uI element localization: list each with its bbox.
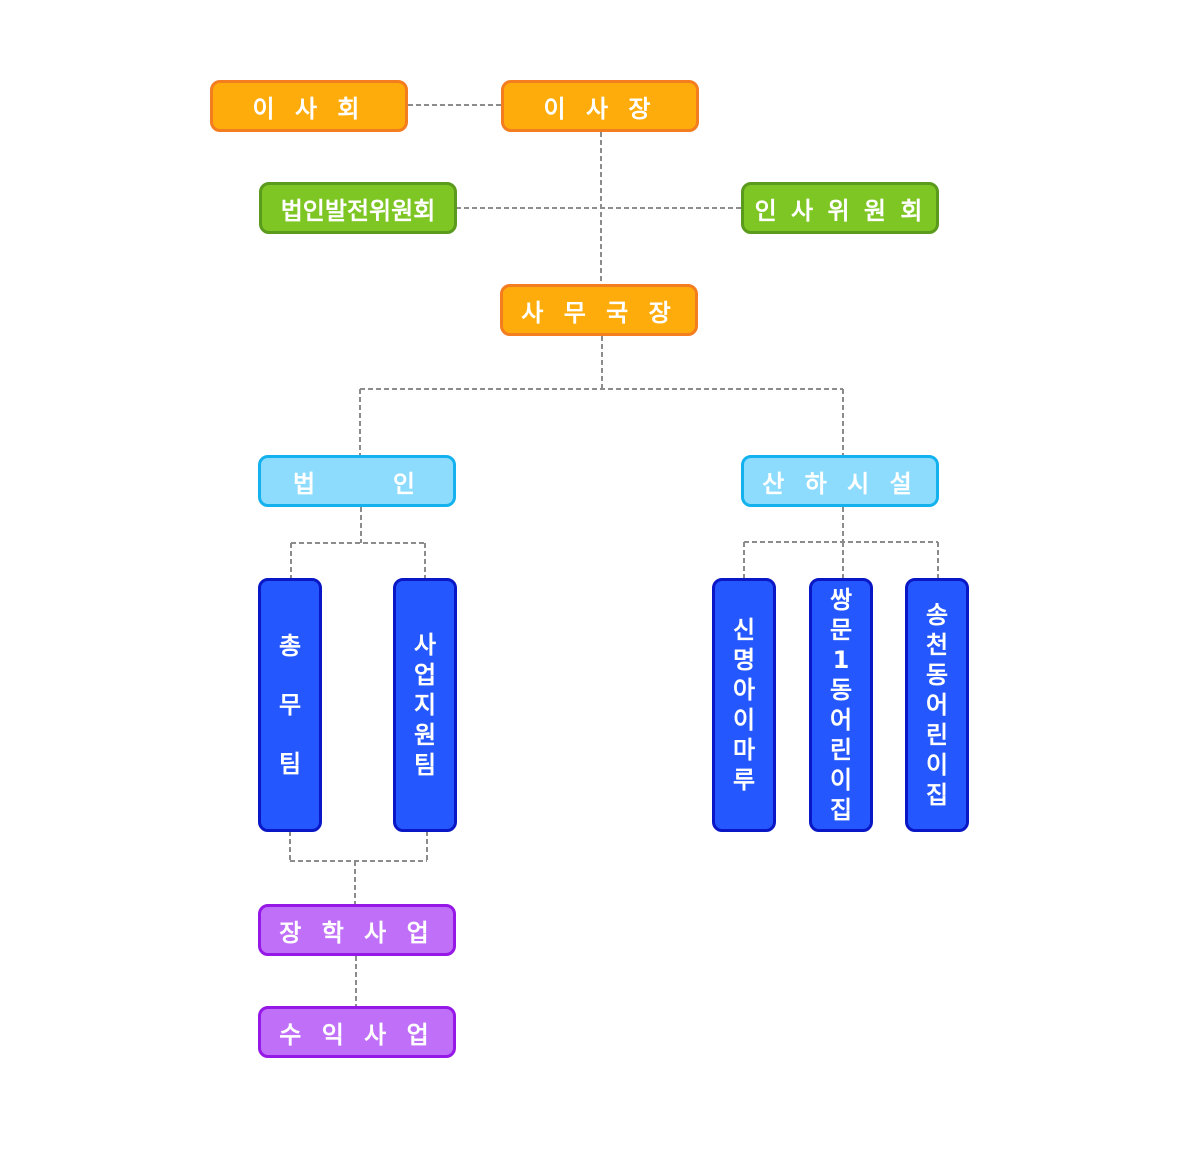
secretary-general-node: 사 무 국 장 xyxy=(500,284,698,336)
vertical-label-char: 원 xyxy=(413,721,437,749)
vertical-label-char: 명 xyxy=(732,646,756,674)
vertical-label-char: 천 xyxy=(925,631,949,659)
scholarship-project-node: 장 학 사 업 xyxy=(258,904,456,956)
vertical-label-char: 팀 xyxy=(413,751,437,779)
vertical-label-char: 송 xyxy=(925,601,949,629)
vertical-label-char: 동 xyxy=(925,661,949,689)
vertical-label-char xyxy=(286,676,294,690)
vertical-label-char: 어 xyxy=(925,691,949,719)
vertical-label-char: 동 xyxy=(829,676,853,704)
revenue-project-node: 수 익 사 업 xyxy=(258,1006,456,1058)
board-node: 이 사 회 xyxy=(210,80,408,132)
vertical-label-char: 집 xyxy=(829,796,853,824)
vertical-label-char: 마 xyxy=(732,736,756,764)
vertical-label-char: 린 xyxy=(925,721,949,749)
vertical-label-char: 린 xyxy=(829,736,853,764)
development-committee-node: 법인발전위원회 xyxy=(259,182,457,234)
personnel-committee-node: 인 사 위 원 회 xyxy=(741,182,939,234)
vertical-label-char: 팀 xyxy=(278,749,302,778)
vertical-label-char: 루 xyxy=(732,766,756,794)
vertical-label-char: 지 xyxy=(413,691,437,719)
vertical-label-char: 1 xyxy=(832,646,850,674)
vertical-label-char: 업 xyxy=(413,661,437,689)
vertical-label-char: 무 xyxy=(278,691,302,719)
vertical-label-char: 이 xyxy=(829,766,853,794)
vertical-label-char: 쌍 xyxy=(829,586,853,614)
vertical-label-char: 어 xyxy=(829,706,853,734)
chairman-node: 이 사 장 xyxy=(501,80,699,132)
vertical-label-char: 총 xyxy=(278,632,302,661)
vertical-label-char xyxy=(286,734,294,748)
general-affairs-team-node: 총 무 팀 xyxy=(258,578,322,832)
corporation-node: 법 인 xyxy=(258,455,456,507)
vertical-label-char: 이 xyxy=(732,706,756,734)
affiliated-facilities-node: 산 하 시 설 xyxy=(741,455,939,507)
vertical-label-char: 신 xyxy=(732,616,756,644)
vertical-label-char: 집 xyxy=(925,781,949,809)
vertical-label-char: 아 xyxy=(732,676,756,704)
vertical-label-char: 문 xyxy=(829,616,853,644)
vertical-label-char: 사 xyxy=(413,631,437,659)
vertical-label-char: 이 xyxy=(925,751,949,779)
